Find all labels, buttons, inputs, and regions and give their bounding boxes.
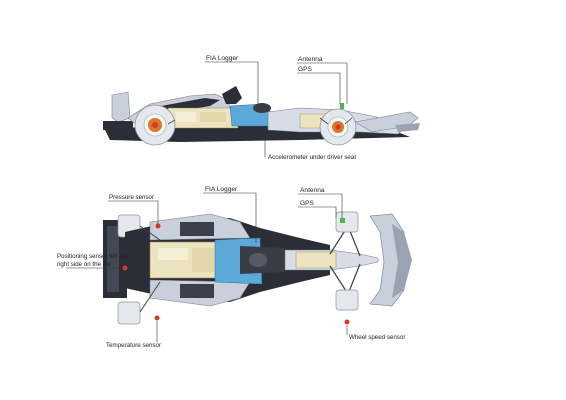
temperature-sensor-dot: [154, 315, 160, 321]
pressure-sensor-dot: [155, 223, 161, 229]
top-antenna-label: Antenna: [300, 187, 325, 194]
positioning-sensor-label-line1: Positioning sensor left and: [57, 253, 130, 260]
side-gps-label: GPS: [298, 66, 313, 73]
top-view-annotations: FIA Logger Antenna GPS Pressure sensor P…: [57, 186, 405, 349]
side-view-annotations: FIA Logger Antenna GPS Accelerometer und…: [205, 55, 356, 161]
wheel-speed-sensor-label: Wheel speed sensor: [349, 334, 405, 341]
gps-antenna-marker: [340, 218, 345, 223]
top-fia-logger-label: FIA Logger: [205, 186, 238, 193]
side-view-car: [103, 86, 420, 146]
positioning-sensor-label-line2: right side on the car: [57, 261, 111, 268]
positioning-sensor-dot: [122, 265, 128, 271]
wheel-speed-sensor-dot: [344, 319, 350, 325]
pressure-sensor-label: Pressure sensor: [109, 194, 154, 201]
side-fia-logger-label: FIA Logger: [206, 55, 239, 62]
top-view-car: [103, 211, 412, 325]
side-accelerometer-label: Accelerometer under driver seat: [268, 154, 356, 161]
temperature-sensor-label: Temperature sensor: [106, 342, 161, 349]
side-antenna-label: Antenna: [298, 56, 323, 63]
top-gps-label: GPS: [300, 200, 315, 207]
